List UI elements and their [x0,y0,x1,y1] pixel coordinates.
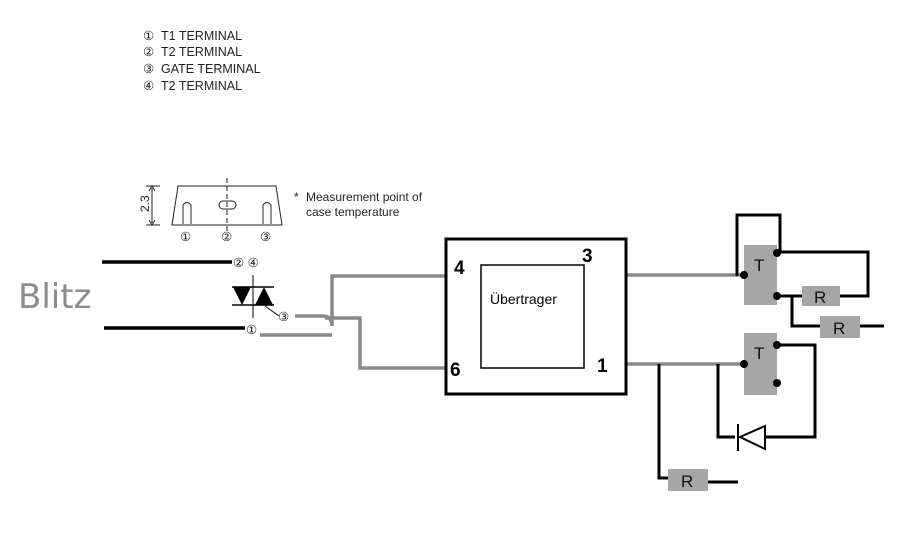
legend-item-1-symbol: ① [143,29,154,43]
triac-triangle-up [255,287,273,305]
package-body [171,185,283,226]
transformer-pin-3: 3 [582,246,593,267]
lead-2-outline [218,200,237,210]
measurement-note-line2: case temperature [306,205,400,219]
lower-t-block [744,333,777,395]
output-wiring [657,213,884,484]
transformer-core-box [480,264,585,369]
wire-to-pin6 [325,316,450,370]
legend-item-4-label: T2 TERMINAL [161,79,242,93]
middle-r-label: R [833,319,845,338]
diode-symbol [737,424,766,451]
triac-gate-label: ③ [278,310,289,324]
blitz-label: Blitz [18,277,91,317]
diode-left-to-node [716,364,735,439]
pin1-to-bottom-r [657,364,668,480]
upper-t-input-dot [740,271,748,279]
upper-t-bottom-dot [773,292,781,300]
terminal-legend: ① T1 TERMINAL ② T2 TERMINAL ③ GATE TERMI… [143,29,261,93]
upper-t-label: T [754,256,764,275]
transformer-pin-4: 4 [454,258,465,279]
upper-r-label: R [814,288,826,307]
dimension-arrow-up [148,185,156,192]
legend-item-3-label: GATE TERMINAL [161,62,261,76]
legend-item-2-symbol: ② [143,45,154,59]
transformer-pin-6: 6 [450,360,461,381]
measurement-note-star: * [294,190,299,204]
upper-t-top-dot [773,249,781,257]
middle-r-block [820,316,860,338]
bottom-r-label: R [681,472,693,491]
package-drawing [146,178,283,232]
legend-item-4-symbol: ④ [143,79,154,93]
triac-gate-lead [264,305,280,317]
package-dimension-label: 2.3 [138,195,152,212]
gate-wire-to-pin4 [295,274,462,327]
dimension-arrow-down [148,219,156,226]
package-pin-2-label: ② [221,230,232,244]
upper-t-to-r-loop [777,250,870,298]
gray-wires [260,273,746,370]
upper-t-feedback-loop [735,213,782,276]
legend-item-2-label: T2 TERMINAL [161,45,242,59]
legend-item-3-symbol: ③ [143,62,154,76]
lead-1-outline [182,202,192,224]
lower-t-to-diode-right [766,343,817,439]
lower-t-label: T [754,344,764,363]
lower-t-bottom-dot [773,379,781,387]
bottom-r-block [668,469,708,491]
transformer-label: Übertrager [490,290,557,307]
upper-t-to-middle-r [790,296,820,328]
junction-dots [740,249,781,387]
transformer-pin-1: 1 [597,356,608,377]
upper-t-block [744,245,777,305]
diode-triangle [737,424,766,451]
lead-3-outline [262,202,272,224]
triac-triangle-down [233,287,251,305]
package-pin-3-label: ③ [260,230,271,244]
measurement-note-line1: Measurement point of [306,190,423,204]
upper-r-block [802,286,840,306]
legend-item-1-label: T1 TERMINAL [161,29,242,43]
triac-t1-label: ① [246,323,257,337]
triac-symbol [102,260,280,330]
lower-t-top-dot [773,341,781,349]
package-pin-1-label: ① [180,230,191,244]
triac-t2-label: ② ④ [233,256,259,270]
lower-t-input-dot [740,360,748,368]
